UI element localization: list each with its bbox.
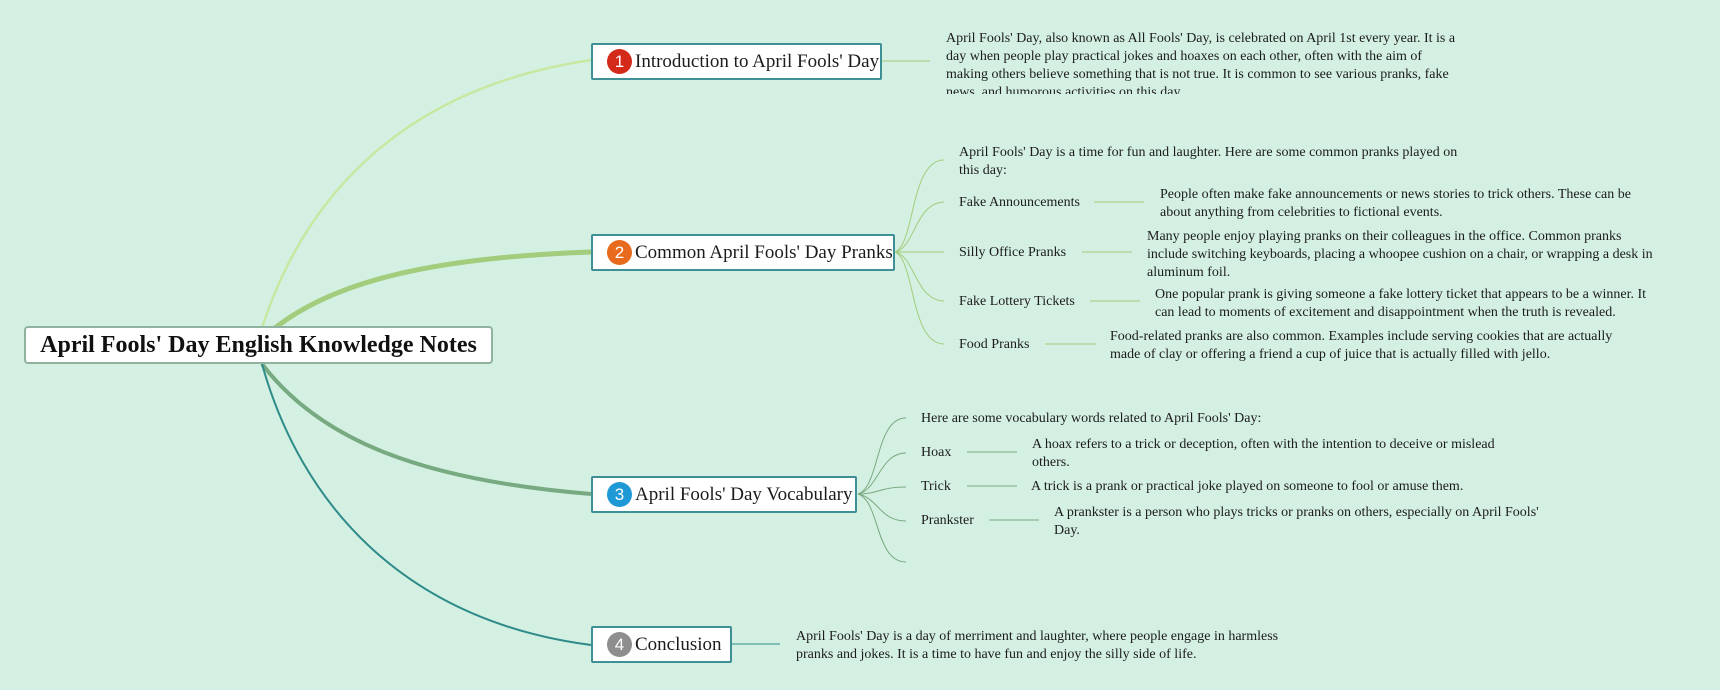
- topic-number-badge: 4: [607, 632, 632, 657]
- topic-label: April Fools' Day Vocabulary: [635, 483, 853, 505]
- topic-label: Conclusion: [635, 633, 722, 655]
- root-node[interactable]: April Fools' Day English Knowledge Notes: [24, 326, 493, 364]
- subtopic-label[interactable]: Fake Lottery Tickets: [959, 294, 1075, 309]
- subtopic-description: One popular prank is giving someone a fa…: [1155, 287, 1647, 320]
- vocab-definition: A hoax refers to a trick or deception, o…: [1032, 437, 1495, 470]
- topic-number-badge: 1: [607, 49, 632, 74]
- vocab-definition: A prankster is a person who plays tricks…: [1054, 505, 1539, 538]
- vocab-word[interactable]: Prankster: [921, 513, 974, 528]
- topic-description: April Fools' Day is a day of merriment a…: [796, 629, 1279, 662]
- subtopic-description: Many people enjoy playing pranks on thei…: [1147, 229, 1653, 276]
- subtopic-description: People often make fake announcements or …: [1160, 187, 1631, 220]
- subtopic-label[interactable]: Fake Announcements: [959, 195, 1080, 210]
- vocab-word[interactable]: Hoax: [921, 445, 952, 460]
- topic-label: Introduction to April Fools' Day: [635, 50, 880, 72]
- topic-vocabulary[interactable]: 3 April Fools' Day Vocabulary: [591, 476, 857, 513]
- topic-introduction[interactable]: 1 Introduction to April Fools' Day: [591, 43, 882, 80]
- root-label: April Fools' Day English Knowledge Notes: [40, 331, 477, 358]
- topic-number-badge: 2: [607, 240, 632, 265]
- topic-conclusion[interactable]: 4 Conclusion: [591, 626, 732, 663]
- subtopic-description: Food-related pranks are also common. Exa…: [1110, 329, 1613, 362]
- subtopic-label[interactable]: Silly Office Pranks: [959, 245, 1067, 260]
- topic-intro: Here are some vocabulary words related t…: [921, 411, 1262, 426]
- topic-intro: April Fools' Day is a time for fun and l…: [959, 145, 1458, 178]
- vocab-definition: A trick is a prank or practical joke pla…: [1031, 479, 1464, 494]
- topic-number-badge: 3: [607, 482, 632, 507]
- subtopic-label[interactable]: Food Pranks: [959, 337, 1030, 352]
- topic-label: Common April Fools' Day Pranks: [635, 241, 893, 263]
- topic-description: April Fools' Day, also known as All Fool…: [946, 31, 1456, 94]
- topic-common-pranks[interactable]: 2 Common April Fools' Day Pranks: [591, 234, 895, 271]
- vocab-word[interactable]: Trick: [921, 479, 951, 494]
